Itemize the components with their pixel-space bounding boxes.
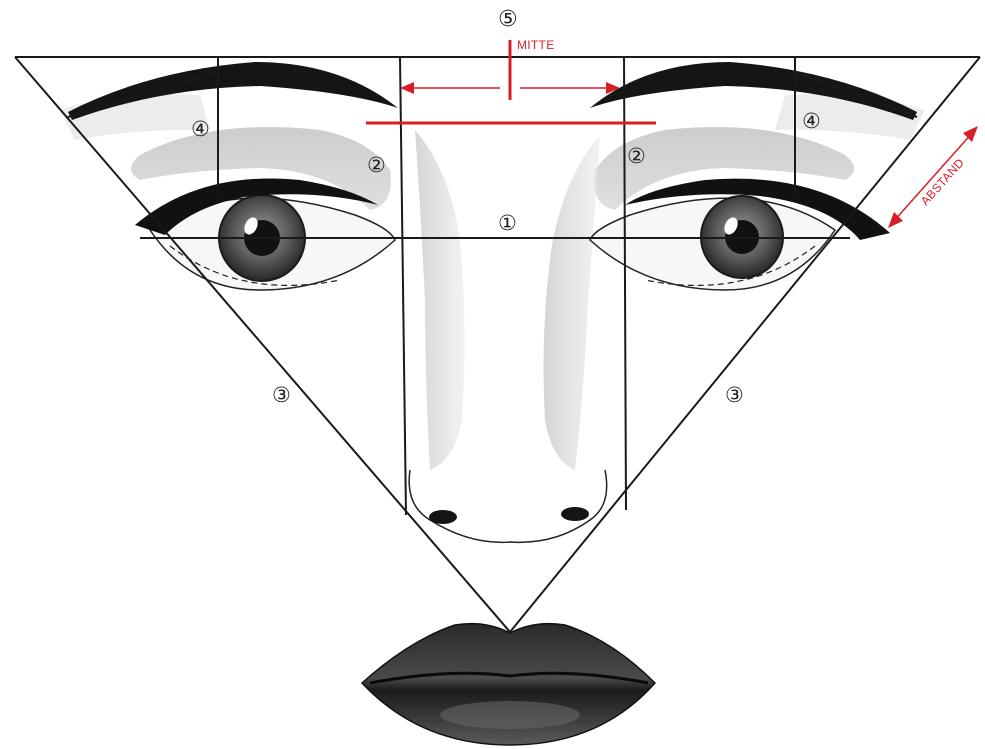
right-eye (590, 179, 890, 290)
marker-1: ① (498, 211, 517, 235)
marker-2-left: ② (367, 153, 386, 177)
nose-shading (415, 130, 600, 470)
marker-5: ⑤ (498, 7, 518, 32)
left-nostril (429, 510, 457, 524)
marker-4-left: ④ (191, 117, 210, 141)
distance-arrow-shaft (893, 132, 973, 222)
marker-3-left: ③ (272, 383, 291, 407)
marker-3-right: ③ (725, 383, 744, 407)
marker-2-right: ② (627, 144, 646, 168)
distance-label: ABSTAND (918, 156, 967, 208)
marker-4-right: ④ (802, 109, 821, 133)
center-label: MITTE (517, 38, 555, 52)
right-nose-line (624, 57, 626, 510)
left-eye (135, 178, 395, 290)
left-nose-line (400, 57, 406, 515)
lips (362, 624, 655, 745)
right-nostril (561, 507, 589, 521)
proportion-guides (15, 57, 980, 632)
left-arrowhead (400, 82, 414, 94)
nose-tip (409, 470, 607, 542)
